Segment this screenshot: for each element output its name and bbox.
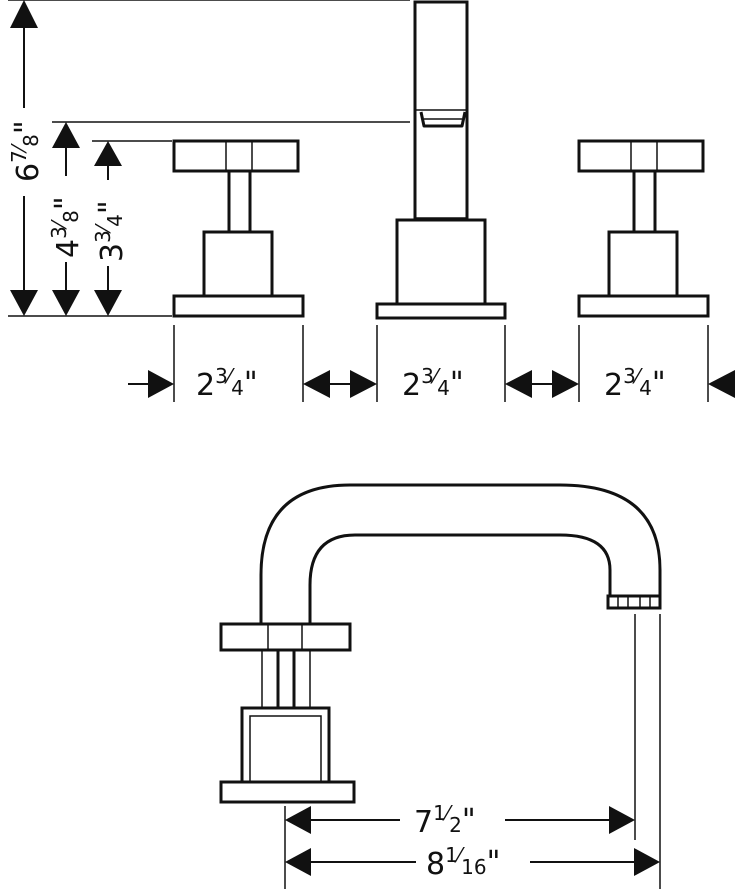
side-faucet — [219, 483, 662, 804]
height-dimensions: 67⁄8" 43⁄8" 33⁄4" — [7, 0, 410, 317]
center-spout — [375, 0, 507, 320]
left-handle — [172, 139, 305, 318]
height-handle-hub-label: 33⁄4" — [91, 200, 130, 262]
reach-outer-label: 81⁄16" — [426, 843, 500, 882]
height-handle-top-label: 43⁄8" — [47, 196, 86, 258]
width-center-label: 23⁄4" — [402, 364, 464, 403]
height-total-label: 67⁄8" — [7, 120, 46, 182]
reach-inner-label: 71⁄2" — [414, 801, 476, 840]
reach-dimensions: 71⁄2" 81⁄16" — [284, 614, 661, 889]
width-left-label: 23⁄4" — [196, 364, 258, 403]
right-handle — [577, 139, 710, 318]
width-right-label: 23⁄4" — [604, 364, 666, 403]
width-dimensions: 23⁄4" 23⁄4" 23⁄4" — [128, 325, 735, 403]
